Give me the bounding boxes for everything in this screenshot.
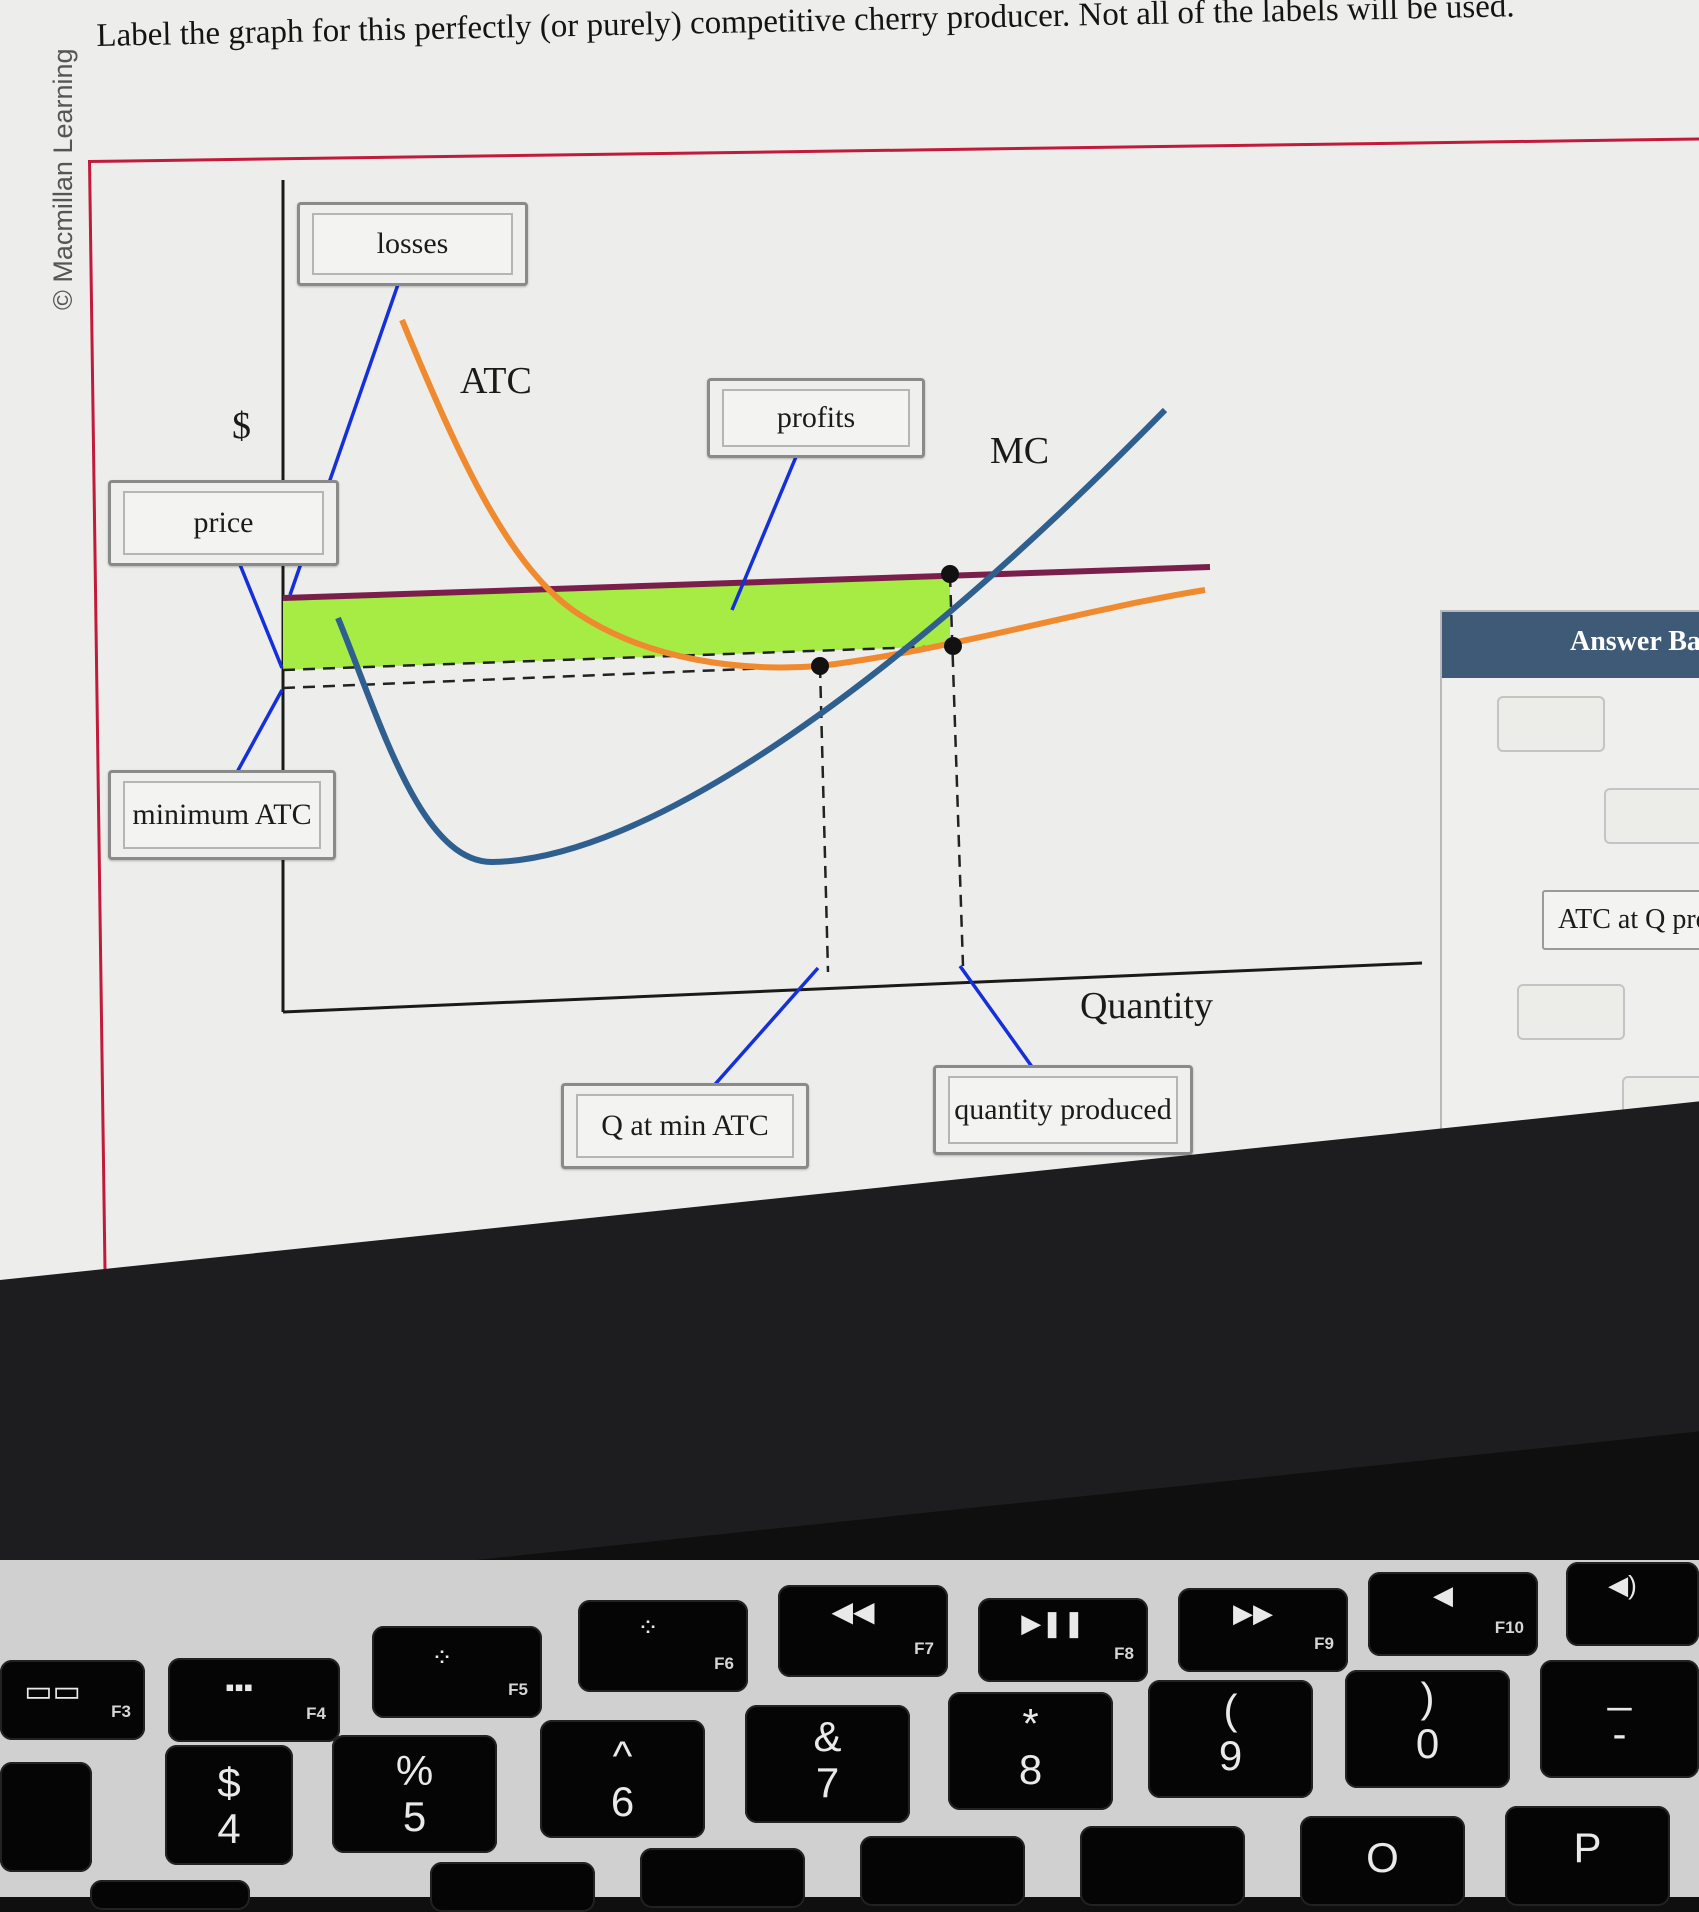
key-f8[interactable]: ▶❚❚ F8 <box>978 1598 1148 1682</box>
atc-curve <box>399 318 1206 671</box>
min-atc-dashed-line <box>282 664 821 690</box>
q-min-atc-connector <box>708 966 820 1092</box>
key-9[interactable]: ( 9 <box>1148 1680 1313 1798</box>
key-o[interactable]: O <box>1300 1816 1465 1906</box>
answer-bank-slot[interactable] <box>1604 788 1699 844</box>
key-f10[interactable]: ◀ F10 <box>1368 1572 1538 1656</box>
answer-bank-slot[interactable] <box>1497 696 1605 752</box>
price-label-text: price <box>123 491 324 555</box>
minimum-atc-connector <box>234 689 284 775</box>
mute-icon: ◀ <box>1433 1580 1453 1610</box>
atc-curve-label: ATC <box>460 360 532 402</box>
atc-at-q-point <box>944 637 962 655</box>
answer-bank-slot[interactable] <box>1517 984 1625 1040</box>
answer-bank: Answer Ban ATC at Q pro <box>1440 610 1699 1164</box>
q-produced-connector <box>958 964 1042 1080</box>
price-label[interactable]: price <box>108 480 339 566</box>
minimum-atc-label[interactable]: minimum ATC <box>108 770 336 860</box>
key-f7[interactable]: ◀◀ F7 <box>778 1585 948 1677</box>
quantity-produced-label[interactable]: quantity produced <box>933 1065 1193 1155</box>
key-letter[interactable] <box>860 1836 1025 1906</box>
quantity-produced-label-text: quantity produced <box>948 1076 1178 1144</box>
mission-control-icon: ▭▭ <box>24 1675 81 1708</box>
key-f9[interactable]: ▶▶ F9 <box>1178 1588 1348 1672</box>
key-letter[interactable] <box>640 1848 805 1908</box>
min-atc-point <box>811 657 829 675</box>
key-8[interactable]: * 8 <box>948 1692 1113 1810</box>
key-f6[interactable]: ⁘ F6 <box>578 1600 748 1692</box>
key-p[interactable]: P <box>1505 1806 1670 1906</box>
key-letter[interactable] <box>430 1862 595 1912</box>
key-letter[interactable] <box>1080 1826 1245 1906</box>
losses-label-text: losses <box>312 213 513 275</box>
atc-dashed-line <box>282 644 951 672</box>
price-mc-intersection-point <box>941 565 959 583</box>
keyboard-brightness-up-icon: ⁘ <box>637 1612 659 1642</box>
x-axis <box>282 961 1423 1014</box>
profits-connector <box>730 439 805 611</box>
key-f4[interactable]: ▪▪▪ F4 <box>168 1658 340 1742</box>
volume-down-icon: ◀) <box>1608 1570 1637 1600</box>
answer-bank-label-atc-at-q[interactable]: ATC at Q pro <box>1542 890 1699 950</box>
q-min-atc-dashed-line <box>818 665 830 973</box>
q-produced-dashed-line <box>948 574 965 967</box>
answer-bank-title: Answer Ban <box>1442 612 1699 678</box>
key-3[interactable] <box>0 1762 92 1872</box>
keyboard-brightness-down-icon: ⁘ <box>431 1642 453 1672</box>
key-0[interactable]: ) 0 <box>1345 1670 1510 1788</box>
key-f11[interactable]: ◀) <box>1566 1562 1699 1646</box>
mc-curve-label: MC <box>990 430 1049 472</box>
key-letter[interactable] <box>90 1880 250 1910</box>
mc-curve <box>335 407 1168 866</box>
key-f5[interactable]: ⁘ F5 <box>372 1626 542 1718</box>
y-axis-symbol: $ <box>232 405 251 447</box>
cost-graph: $ ATC MC Quantity <box>230 180 1423 1092</box>
profit-area <box>283 575 950 670</box>
price-line <box>282 564 1211 601</box>
q-at-min-atc-label-text: Q at min ATC <box>576 1094 794 1158</box>
profits-label[interactable]: profits <box>707 378 925 458</box>
q-at-min-atc-label[interactable]: Q at min ATC <box>561 1083 809 1169</box>
fast-forward-icon: ▶▶ <box>1233 1598 1273 1628</box>
key-f3[interactable]: ▭▭ F3 <box>0 1660 145 1740</box>
key-minus[interactable]: _ - <box>1540 1660 1699 1778</box>
rewind-icon: ◀◀ <box>831 1596 875 1627</box>
losses-label[interactable]: losses <box>297 202 528 286</box>
minimum-atc-label-text: minimum ATC <box>123 781 321 849</box>
browser-screen: © Macmillan Learning Label the graph for… <box>0 0 1699 1355</box>
launchpad-icon: ▪▪▪ <box>225 1672 253 1702</box>
key-7[interactable]: & 7 <box>745 1705 910 1823</box>
key-4[interactable]: $ 4 <box>165 1745 293 1865</box>
key-6[interactable]: ^ 6 <box>540 1720 705 1838</box>
x-axis-label: Quantity <box>1080 985 1213 1027</box>
key-5[interactable]: % 5 <box>332 1735 497 1853</box>
play-pause-icon: ▶❚❚ <box>1021 1608 1085 1638</box>
profits-label-text: profits <box>722 389 910 447</box>
